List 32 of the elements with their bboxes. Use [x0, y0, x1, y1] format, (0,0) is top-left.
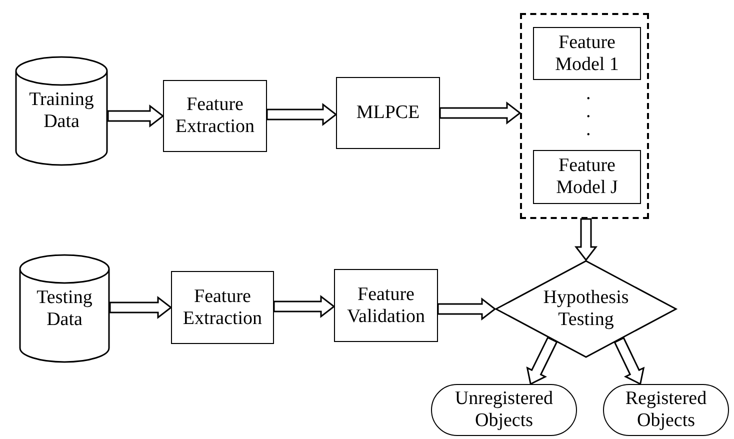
terminal-box [603, 384, 729, 436]
process-box [171, 271, 274, 344]
node-label: Unregistered Objects [454, 388, 554, 432]
process-box [163, 80, 267, 152]
ellipsis-dot: . [586, 120, 591, 139]
ellipsis-dot: . [586, 102, 591, 121]
block-arrow [614, 337, 645, 386]
node-label: MLPCE [355, 102, 421, 124]
node-label: Testing Data [36, 286, 94, 330]
node-label: Feature Model 1 [554, 32, 620, 76]
block-arrow [574, 218, 598, 262]
process-box [336, 77, 440, 149]
ellipsis-dot: . [586, 84, 591, 103]
terminal-box [431, 384, 577, 436]
process-box [533, 27, 641, 80]
node-label: Feature Validation [346, 284, 426, 328]
node-label: Hypothesis Testing [542, 287, 630, 331]
block-arrow [526, 336, 558, 386]
block-arrow [109, 296, 172, 320]
group-box [520, 13, 649, 219]
node-label: Training Data [28, 89, 95, 133]
node-label: Registered Objects [624, 388, 708, 432]
process-box [533, 150, 641, 204]
node-label: Feature Model J [555, 155, 619, 199]
process-box [334, 269, 438, 342]
block-arrow [439, 101, 522, 125]
node-label: Feature Extraction [182, 286, 264, 330]
block-arrow [107, 104, 164, 128]
block-arrow [437, 297, 496, 321]
block-arrow [273, 294, 336, 318]
node-label: Feature Extraction [174, 94, 256, 138]
block-arrow [266, 102, 338, 126]
